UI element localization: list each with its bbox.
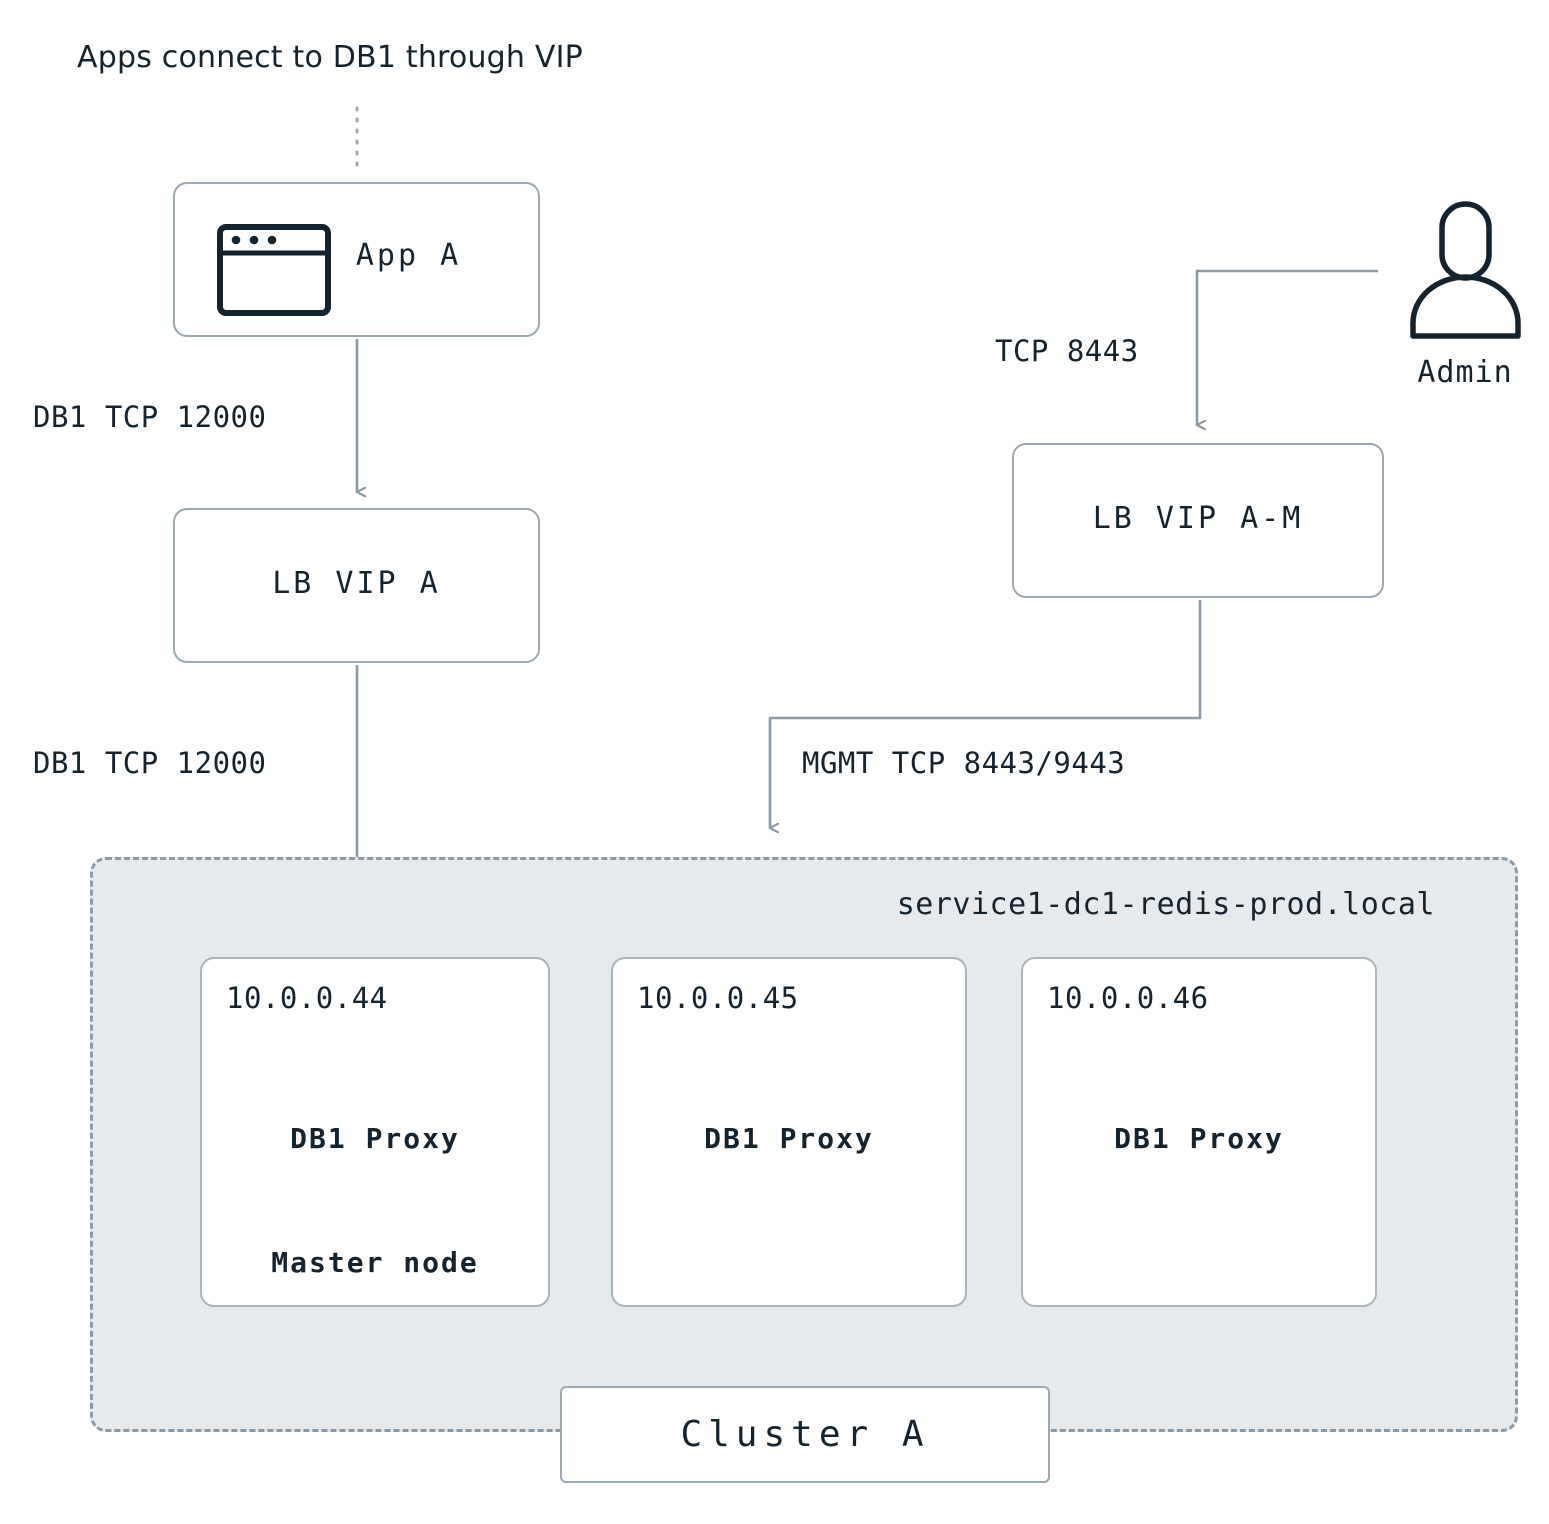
edge-label-lb-to-cluster: DB1 TCP 12000 (33, 746, 267, 780)
page-title: Apps connect to DB1 through VIP (77, 40, 583, 75)
node-ip-address: 10.0.0.45 (637, 981, 799, 1015)
cluster-name-label: Cluster A (680, 1414, 930, 1455)
edge-admin-to-lbam (1195, 269, 1378, 425)
node-ip-address: 10.0.0.46 (1047, 981, 1209, 1015)
edge-lbam-to-cluster (770, 600, 1202, 828)
cluster-name-plate[interactable]: Cluster A (560, 1386, 1050, 1483)
node-role-label: DB1 Proxy (704, 1122, 874, 1155)
browser-window-icon (217, 224, 331, 316)
app-a-node[interactable]: App A (173, 182, 540, 337)
edge-label-admin-to-lbam: TCP 8443 (995, 334, 1139, 368)
app-a-label: App A (355, 238, 462, 273)
lb-vip-am-label: LB VIP A-M (1092, 501, 1304, 536)
lb-vip-a-node[interactable]: LB VIP A (173, 508, 540, 663)
node-master-badge: Master node (271, 1246, 479, 1279)
lb-vip-am-node[interactable]: LB VIP A-M (1012, 443, 1384, 598)
proxy-node[interactable]: 10.0.0.46 DB1 Proxy (1021, 957, 1377, 1307)
node-role-label: DB1 Proxy (1114, 1122, 1284, 1155)
lb-vip-a-label: LB VIP A (272, 566, 441, 601)
edge-label-app-to-lb: DB1 TCP 12000 (33, 400, 267, 434)
cluster-fqdn-label: service1-dc1-redis-prod.local (896, 887, 1435, 922)
proxy-node[interactable]: 10.0.0.44 DB1 Proxy Master node (200, 957, 550, 1307)
edge-label-lbam-to-cluster: MGMT TCP 8443/9443 (802, 746, 1126, 780)
node-role-label: DB1 Proxy (290, 1122, 460, 1155)
proxy-node[interactable]: 10.0.0.45 DB1 Proxy (611, 957, 967, 1307)
user-person-icon (1410, 201, 1521, 339)
admin-label: Admin (1417, 355, 1513, 390)
node-ip-address: 10.0.0.44 (226, 981, 388, 1015)
